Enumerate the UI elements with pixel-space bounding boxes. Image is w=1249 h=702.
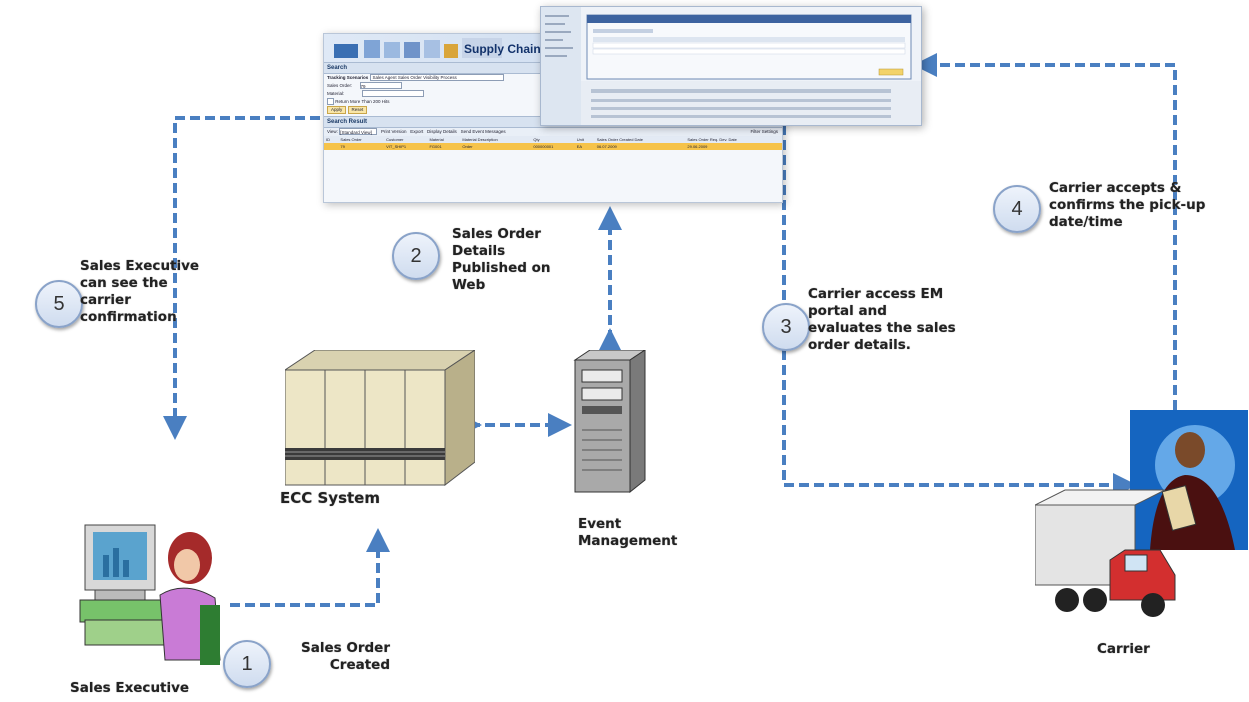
sales-executive-label: Sales Executive (70, 680, 190, 696)
return-label: Return More Than 200 Hits (335, 99, 390, 104)
filter-link[interactable]: Filter (750, 129, 761, 134)
carrier-portal-window (540, 6, 922, 126)
portal-screenshot (541, 7, 921, 125)
step-1-badge: 1 (223, 640, 271, 688)
ecc-label: ECC System (280, 489, 380, 507)
step-2-text: Sales Order Details Published on Web (452, 226, 551, 293)
apply-button[interactable]: Apply (327, 106, 347, 114)
arrow-exec-to-ecc (230, 528, 390, 607)
step-4-text: Carrier accepts & confirms the pick-up d… (1049, 180, 1206, 230)
step-2-badge: 2 (392, 232, 440, 280)
sales-order-input[interactable]: 79 (359, 82, 402, 90)
view-select[interactable]: [Standard View] (339, 128, 378, 136)
tracking-value: Sales Agent Sales Order Visibility Proce… (372, 75, 457, 81)
step-3-text: Carrier access EM portal and evaluates t… (808, 286, 956, 353)
arrow-carrier-to-portal (913, 53, 1177, 410)
ecc-server-icon (285, 350, 475, 487)
sales-executive-icon (79, 524, 221, 665)
settings-link[interactable]: Settings (761, 129, 778, 134)
em-server-icon (573, 350, 646, 494)
print-version-link[interactable]: Print Version (380, 129, 407, 134)
step-5-badge: 5 (35, 280, 83, 328)
em-label: Event Management (578, 516, 678, 549)
reset-button[interactable]: Reset (347, 106, 368, 114)
display-details-link[interactable]: Display Details (427, 129, 457, 134)
tracking-label: Tracking Scenarios (327, 75, 369, 80)
material-label: Material: (327, 91, 345, 96)
result-toolbar: View: [Standard View] Print Version Expo… (324, 128, 782, 136)
arrow-portal-to-carrier (782, 125, 1137, 497)
step-3-badge: 3 (762, 303, 810, 351)
material-input[interactable] (361, 90, 424, 98)
step-1-text: Sales Order Created (301, 640, 390, 673)
return-checkbox[interactable] (327, 98, 334, 106)
result-table: ID Sales Order Customer Material Materia… (324, 136, 782, 150)
tracking-select[interactable]: Sales Agent Sales Order Visibility Proce… (369, 74, 504, 82)
export-link[interactable]: Export (410, 129, 424, 134)
step-5-text: Sales Executive can see the carrier conf… (80, 258, 200, 325)
arrow-portal-to-exec (163, 116, 320, 440)
send-event-link[interactable]: Send Event Messages (460, 129, 506, 134)
carrier-icon (1035, 410, 1248, 617)
step-4-badge: 4 (993, 185, 1041, 233)
table-header-row: ID Sales Order Customer Material Materia… (324, 136, 782, 143)
table-row[interactable]: 79 VIT_SHIP1 FG001 Order 000000001 EA 06… (324, 143, 782, 150)
sales-order-label: Sales Order: (327, 83, 353, 88)
carrier-label: Carrier (1097, 641, 1150, 657)
